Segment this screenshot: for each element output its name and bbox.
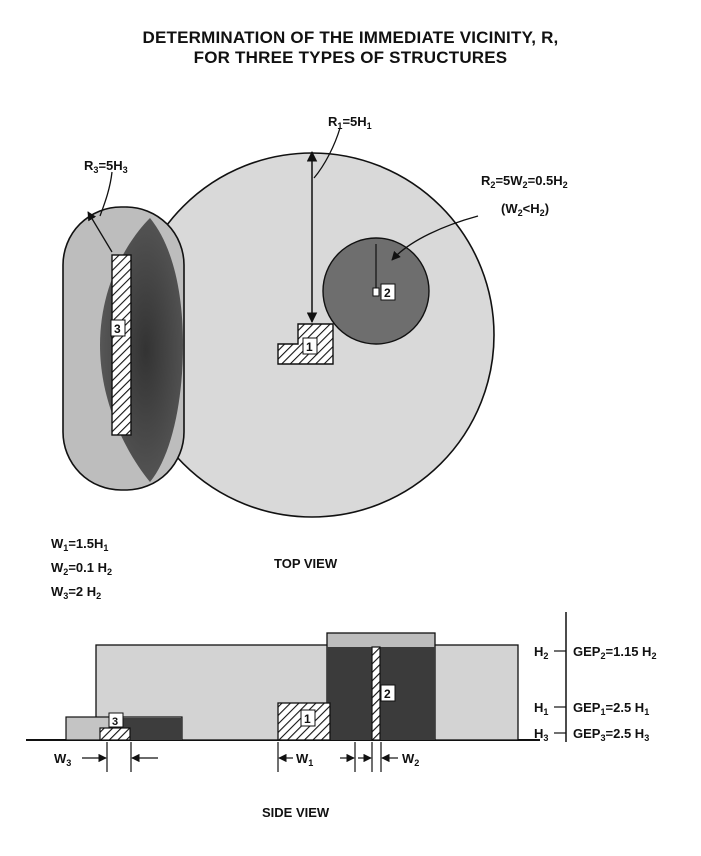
height-label-h1: H1 GEP1=2.5 H1 — [534, 700, 649, 717]
width-note-w1: W1=1.5H1 — [51, 536, 108, 553]
dim-w3: W3 — [54, 742, 158, 772]
side-structure-2-label: 2 — [384, 687, 391, 701]
structure-3-plan — [111, 254, 132, 436]
side-structure-3-tag — [108, 712, 124, 728]
side-structure-2-tag — [380, 684, 396, 702]
diagram-title-line-2: FOR THREE TYPES OF STRUCTURES — [193, 48, 508, 67]
structure-3-elevation — [99, 727, 131, 741]
structure-3-label: 3 — [114, 322, 121, 336]
structure-2-elevation — [371, 646, 381, 741]
svg-text:H3: H3 — [534, 726, 548, 743]
r1-formula: R1=5H1 — [328, 114, 372, 131]
svg-text:GEP2=1.15 H2: GEP2=1.15 H2 — [573, 644, 657, 661]
structure-2-label: 2 — [384, 286, 391, 300]
svg-text:GEP3=2.5 H3: GEP3=2.5 H3 — [573, 726, 649, 743]
structure-3-tag — [110, 319, 126, 337]
structure-1-tag — [302, 337, 318, 355]
r2-condition: (W2<H2) — [501, 201, 549, 218]
height-label-h2: H2 GEP2=1.15 H2 — [534, 644, 657, 661]
svg-text:GEP1=2.5 H1: GEP1=2.5 H1 — [573, 700, 649, 717]
r2-formula: R2=5W2=0.5H2 — [481, 173, 568, 190]
svg-text:H2: H2 — [534, 644, 548, 661]
r3-leader — [99, 171, 113, 217]
width-note-w2: W2=0.1 H2 — [51, 560, 112, 577]
structure-2-plan — [372, 287, 380, 297]
side-view-caption: SIDE VIEW — [262, 805, 330, 820]
svg-text:W1: W1 — [296, 751, 313, 768]
r2-leader — [391, 215, 479, 261]
r1-leader — [313, 127, 341, 179]
r3-radius-arrow — [87, 211, 113, 253]
svg-text:W2: W2 — [402, 751, 419, 768]
diagram-title-line-1: DETERMINATION OF THE IMMEDIATE VICINITY,… — [142, 28, 559, 47]
dim-w2: W2 — [358, 742, 419, 772]
side-structure-1-label: 1 — [304, 712, 311, 726]
side-structure-1-tag — [300, 709, 316, 727]
dim-w1: W1 — [277, 742, 356, 772]
structure-1-label: 1 — [306, 340, 313, 354]
structure-2-tag — [380, 283, 396, 301]
side-structure-3-label: 3 — [112, 716, 118, 728]
width-note-w3: W3=2 H2 — [51, 584, 101, 601]
r3-formula: R3=5H3 — [84, 158, 128, 175]
height-label-h3: H3 GEP3=2.5 H3 — [534, 726, 649, 743]
svg-text:W3: W3 — [54, 751, 71, 768]
gep3-shadow — [120, 718, 182, 740]
svg-text:H1: H1 — [534, 700, 548, 717]
top-view-caption: TOP VIEW — [274, 556, 338, 571]
